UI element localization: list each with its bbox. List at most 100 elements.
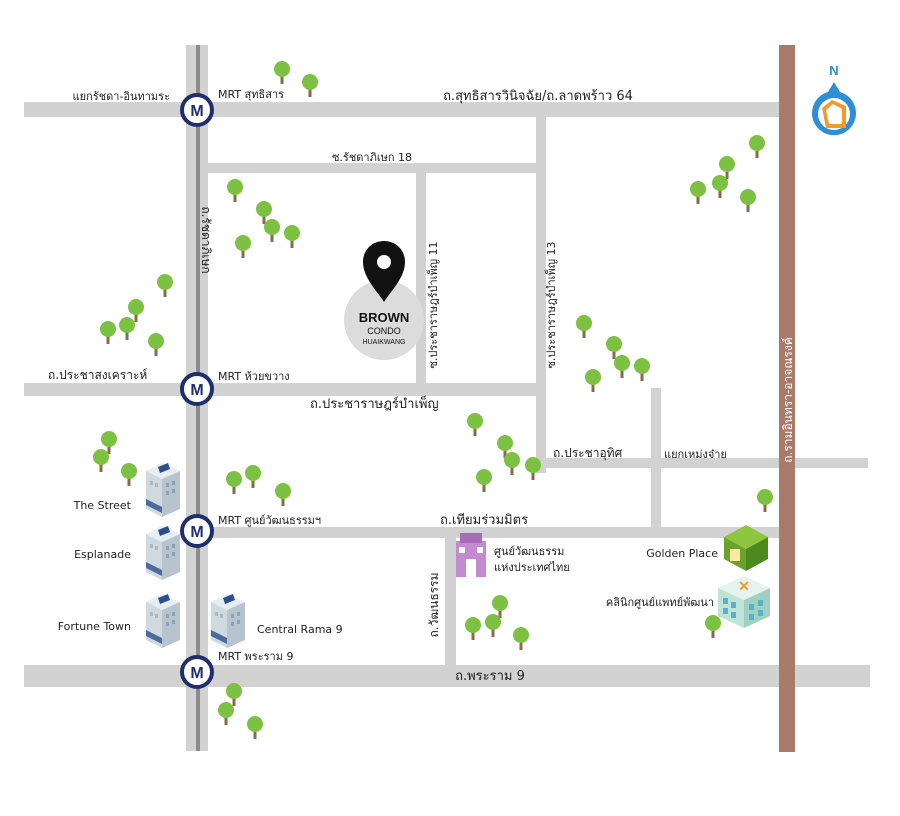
tree-icon	[712, 175, 728, 198]
building-icon	[146, 526, 180, 580]
cultural-center-icon	[456, 533, 486, 577]
mrt-letter: M	[190, 382, 203, 399]
label-ratchada-intersection: แยกรัชดา-อินทามระ	[73, 90, 170, 103]
tree-icon	[705, 615, 721, 638]
tree-icon	[256, 201, 272, 224]
building-icon	[146, 463, 180, 517]
project-name: BROWN	[359, 310, 410, 325]
label-mrt-huaikhwang: MRT ห้วยขวาง	[218, 370, 290, 383]
label-mrt-sutthisan: MRT สุทธิสาร	[218, 88, 284, 101]
road-pracharatbamphen	[24, 383, 546, 396]
golden-place-icon	[724, 525, 768, 571]
road-ramintra	[779, 45, 795, 752]
clinic-icon: ✕	[718, 576, 770, 628]
tree-icon	[492, 595, 508, 618]
tree-icon	[302, 74, 318, 97]
compass-label: N	[829, 63, 838, 78]
tree-icon	[245, 465, 261, 488]
tree-icon	[634, 358, 650, 381]
label-prachasongkhro: ถ.ประชาสงเคราะห์	[48, 368, 147, 382]
label-esplanade: Esplanade	[74, 548, 131, 561]
label-golden-place: Golden Place	[646, 547, 718, 560]
mrt-letter: M	[190, 665, 203, 682]
label-fortune-town: Fortune Town	[58, 620, 131, 633]
tree-icon	[148, 333, 164, 356]
project-line2: CONDO	[367, 326, 401, 336]
tree-icon	[485, 614, 501, 637]
mrt-icon	[180, 372, 214, 406]
tree-icon	[226, 683, 242, 706]
pin-hole	[377, 255, 391, 269]
tree-icon	[757, 489, 773, 512]
label-mrt-culture: MRT ศูนย์วัฒนธรรมฯ	[218, 514, 321, 527]
mrt-sutthisan: M	[180, 93, 214, 127]
tree-icon	[504, 452, 520, 475]
tree-icon	[93, 449, 109, 472]
roads	[24, 45, 870, 752]
road-mengjai	[651, 388, 661, 528]
label-central-rama9: Central Rama 9	[257, 623, 343, 636]
label-the-street: The Street	[73, 499, 132, 512]
tree-icon	[235, 235, 251, 258]
label-cultural-center-1: ศูนย์วัฒนธรรม	[494, 545, 564, 558]
tree-icon	[227, 179, 243, 202]
tree-icon	[476, 469, 492, 492]
location-pin-icon	[363, 241, 405, 302]
mrt-letter: M	[190, 103, 203, 120]
tree-icon	[690, 181, 706, 204]
compass-icon: N	[812, 63, 856, 136]
label-mrt-rama9: MRT พระราม 9	[218, 650, 293, 663]
tree-icon	[525, 457, 541, 480]
mrt-icon	[180, 93, 214, 127]
label-ratchada18: ซ.รัชดาภิเษก 18	[332, 151, 412, 164]
tree-icon	[264, 219, 280, 242]
road-thianruammit	[206, 527, 779, 538]
project-circle	[344, 280, 424, 360]
tree-icon	[226, 471, 242, 494]
tree-icon	[100, 321, 116, 344]
label-rama9: ถ.พระราม 9	[455, 669, 525, 684]
mrt-rama9: M	[180, 655, 214, 689]
mrt-huaikhwang: M	[180, 372, 214, 406]
mrt-culture: M	[180, 514, 214, 548]
project-line3: HUAIKWANG	[363, 339, 406, 346]
tree-icon	[749, 135, 765, 158]
label-mengjai: แยกเหม่งจ๋าย	[664, 448, 727, 461]
place-labels: แยกรัชดา-อินทามระ MRT สุทธิสาร MRT ห้วยข…	[58, 88, 718, 663]
tree-icon	[128, 299, 144, 322]
mrt-icon	[180, 514, 214, 548]
tree-icon	[157, 274, 173, 297]
label-sutthisan: ถ.สุทธิสารวินิจฉัย/ถ.ลาดพร้าว 64	[443, 89, 633, 104]
tree-icon	[119, 317, 135, 340]
label-watthanatham: ถ.วัฒนธรรม	[427, 573, 441, 638]
tree-icon	[585, 369, 601, 392]
tree-icon	[740, 189, 756, 212]
road-prachauthit	[536, 458, 868, 468]
label-pracharatbamphen: ถ.ประชาราษฎร์บำเพ็ญ	[310, 394, 439, 412]
tree-icon	[606, 336, 622, 359]
trees	[93, 61, 773, 739]
building-icon	[146, 594, 180, 648]
label-clinic: คลินิกศูนย์แพทย์พัฒนา	[606, 596, 714, 609]
project-marker: BROWN CONDO HUAIKWANG	[344, 241, 424, 360]
road-ratchada18	[206, 163, 536, 173]
tree-icon	[576, 315, 592, 338]
mrt-letter: M	[190, 524, 203, 541]
label-cultural-center-2: แห่งประเทศไทย	[494, 561, 570, 574]
tree-icon	[284, 225, 300, 248]
tree-icon	[513, 627, 529, 650]
label-ramintra: ถ.รามอินทรา-อาจณรงค์	[781, 337, 795, 462]
road-sutthisan	[24, 102, 779, 117]
tree-icon	[614, 355, 630, 378]
buildings	[146, 463, 245, 648]
tree-icon	[467, 413, 483, 436]
tree-icon	[465, 617, 481, 640]
road-labels: ถ.สุทธิสารวินิจฉัย/ถ.ลาดพร้าว 64 ซ.รัชดา…	[48, 89, 795, 684]
tree-icon	[497, 435, 513, 458]
tree-icon	[275, 483, 291, 506]
building-icon	[211, 594, 245, 648]
mrt-icon	[180, 655, 214, 689]
tree-icon	[121, 463, 137, 486]
